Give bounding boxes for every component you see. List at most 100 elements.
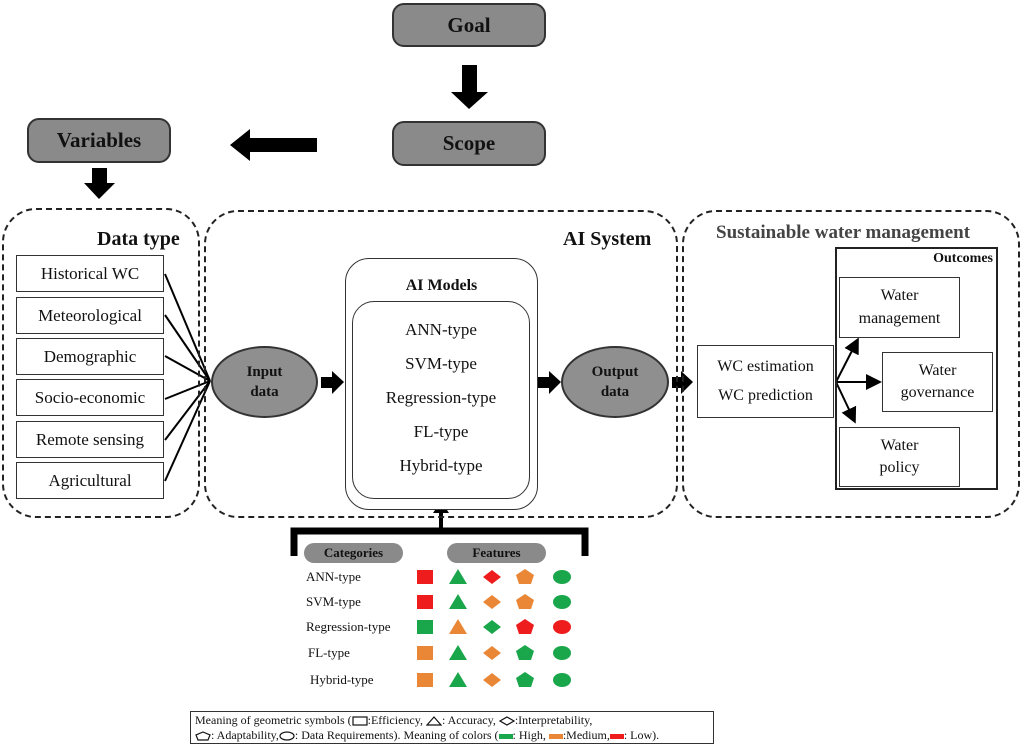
data-type-title: Data type [97,228,180,250]
legend-medium: :Medium, [562,728,610,742]
outcome-line: Water [918,361,957,379]
outcome-line: Water [880,287,919,305]
data-type-item: Meteorological [16,297,164,334]
swm-title: Sustainable water management [716,222,971,243]
legend-accuracy: : Accuracy, [441,713,499,727]
result-wc-estimation: WC estimation [717,358,814,376]
outcomes-title: Outcomes [933,251,993,266]
output-data-label-1: Output [591,363,639,380]
high-color-swatch-icon [498,734,513,740]
circle-data-requirements-high-icon [553,595,571,609]
arrow-scope-to-variables [230,129,317,161]
outcome-arrows [835,337,882,424]
outcome-line: policy [879,459,920,476]
category-label: SVM-type [306,594,361,609]
output-data-node: Output data [561,346,669,418]
input-data-label-1: Input [246,363,283,380]
outcome-water-governance: Water governance [882,352,993,412]
pentagon-adaptability-high-icon [516,645,534,660]
goal-box: Goal [392,3,546,47]
outcome-water-policy: Water policy [839,427,960,487]
ai-system-group [204,210,678,518]
data-type-item: Agricultural [16,462,164,499]
square-efficiency-high-icon [417,620,433,634]
legend-interpretability: :Interpretability, [514,713,593,727]
diamond-interpretability-medium-icon [483,595,501,609]
ai-model-item: Regression-type [385,388,497,407]
legend-efficiency: :Efficiency, [367,713,426,727]
diamond-interpretability-medium-icon [483,646,501,660]
rectangle-symbol-icon [352,716,368,726]
pentagon-adaptability-high-icon [516,672,534,687]
circle-symbol-icon [279,731,295,741]
datatype-connector-lines [164,273,211,482]
output-data-label-2: data [600,384,630,400]
ai-model-item: ANN-type [405,320,477,339]
data-type-item: Socio-economic [16,379,164,416]
results-box: WC estimation WC prediction [697,345,834,418]
outcome-water-management: Water management [839,277,960,338]
category-label: ANN-type [306,569,361,584]
triangle-accuracy-high-icon [449,645,467,660]
pentagon-adaptability-medium-icon [516,594,534,609]
swm-group [682,210,1020,518]
circle-data-requirements-low-icon [553,620,571,634]
legend-adaptability: : Adaptability, [211,728,279,742]
ai-model-item: FL-type [413,422,469,441]
outcomes-box: Outcomes [835,247,998,490]
ai-models-title: AI Models [405,277,478,294]
result-wc-prediction: WC prediction [718,386,813,404]
triangle-accuracy-high-icon [449,672,467,687]
symbol-legend: Meaning of geometric symbols ( :Efficienc… [190,711,714,744]
category-label: Regression-type [306,619,391,634]
features-header: Features [447,543,546,563]
data-type-item: Remote sensing [16,421,164,458]
legend-low: : Low). [623,728,660,742]
triangle-accuracy-high-icon [449,594,467,609]
low-color-swatch-icon [609,734,624,740]
categories-header: Categories [304,543,403,563]
variables-box: Variables [27,118,171,163]
ai-system-title: AI System [563,228,652,250]
ai-model-item: SVM-type [405,354,477,373]
data-type-item: Demographic [16,338,164,375]
legend-prefix: Meaning of geometric symbols ( [195,713,352,727]
data-type-item: Historical WC [16,255,164,292]
data-type-group [2,208,200,518]
input-data-node: Input data [211,346,318,418]
outcome-line: management [858,309,941,327]
arrow-models-to-output [538,371,561,394]
diamond-interpretability-high-icon [483,620,501,634]
ai-models-outer-box: AI Models ANN-type SVM-type Regression-t… [345,258,538,510]
diamond-interpretability-medium-icon [483,673,501,687]
diamond-symbol-icon [498,716,515,726]
category-label: FL-type [308,645,350,660]
pentagon-adaptability-low-icon [516,619,534,634]
circle-data-requirements-high-icon [553,673,571,687]
triangle-symbol-icon [425,716,442,726]
arrow-input-to-models [321,371,344,394]
ai-models-inner-box: ANN-type SVM-type Regression-type FL-typ… [352,301,530,499]
pentagon-symbol-icon [195,731,211,741]
triangle-accuracy-medium-icon [449,619,467,634]
arrow-goal-to-scope [451,65,488,109]
legend-data-requirements: : Data Requirements). Meaning of colors … [294,728,499,742]
circle-data-requirements-high-icon [553,570,571,584]
square-efficiency-medium-icon [417,673,433,687]
ai-model-item: Hybrid-type [399,456,483,475]
outcome-line: Water [880,436,919,454]
square-efficiency-low-icon [417,570,433,584]
input-data-label-2: data [250,384,279,400]
category-label: Hybrid-type [310,672,374,687]
diamond-interpretability-low-icon [483,570,501,584]
outcome-line: governance [900,384,975,401]
circle-data-requirements-high-icon [553,646,571,660]
square-efficiency-low-icon [417,595,433,609]
scope-box: Scope [392,121,546,166]
medium-color-swatch-icon [548,734,563,740]
pentagon-adaptability-medium-icon [516,569,534,584]
square-efficiency-medium-icon [417,646,433,660]
arrow-variables-to-datatype [84,168,115,199]
